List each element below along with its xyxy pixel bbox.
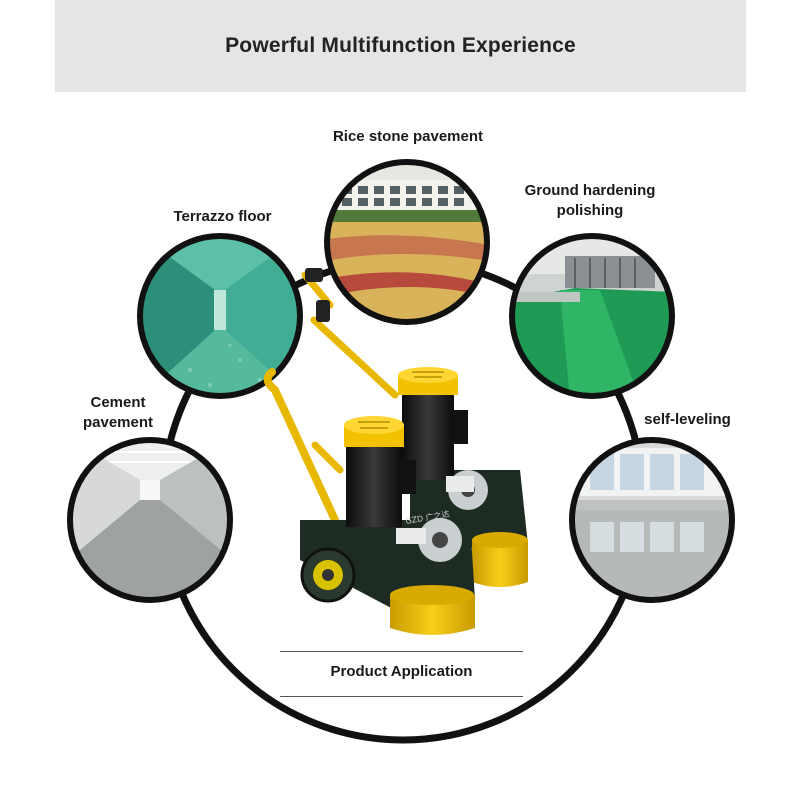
label-cement-line2: pavement: [82, 414, 154, 431]
page-header: Powerful Multifunction Experience: [55, 0, 746, 92]
page-title: Powerful Multifunction Experience: [225, 34, 576, 57]
label-ground-hardening: Ground hardening polishing: [500, 181, 680, 221]
label-rice-stone: Rice stone pavement: [332, 128, 484, 145]
ground-hardening-photo: [512, 236, 672, 396]
label-terrazzo: Terrazzo floor: [173, 208, 272, 225]
grinder-back: [301, 268, 528, 587]
product-application-label: Product Application: [330, 663, 473, 680]
grinder-front: GZD 广之达: [263, 368, 475, 635]
caption-top-rule: [280, 651, 523, 652]
label-cement-line1: Cement: [90, 394, 146, 411]
label-ground-hardening-line1: Ground hardening: [524, 182, 656, 199]
label-self-leveling: self-leveling: [644, 411, 731, 428]
label-ground-hardening-line2: polishing: [556, 202, 624, 219]
label-cement: Cement pavement: [68, 393, 168, 433]
floor-grinder-machines: GZD 广之达: [263, 268, 528, 635]
caption-bottom-rule: [280, 696, 523, 697]
